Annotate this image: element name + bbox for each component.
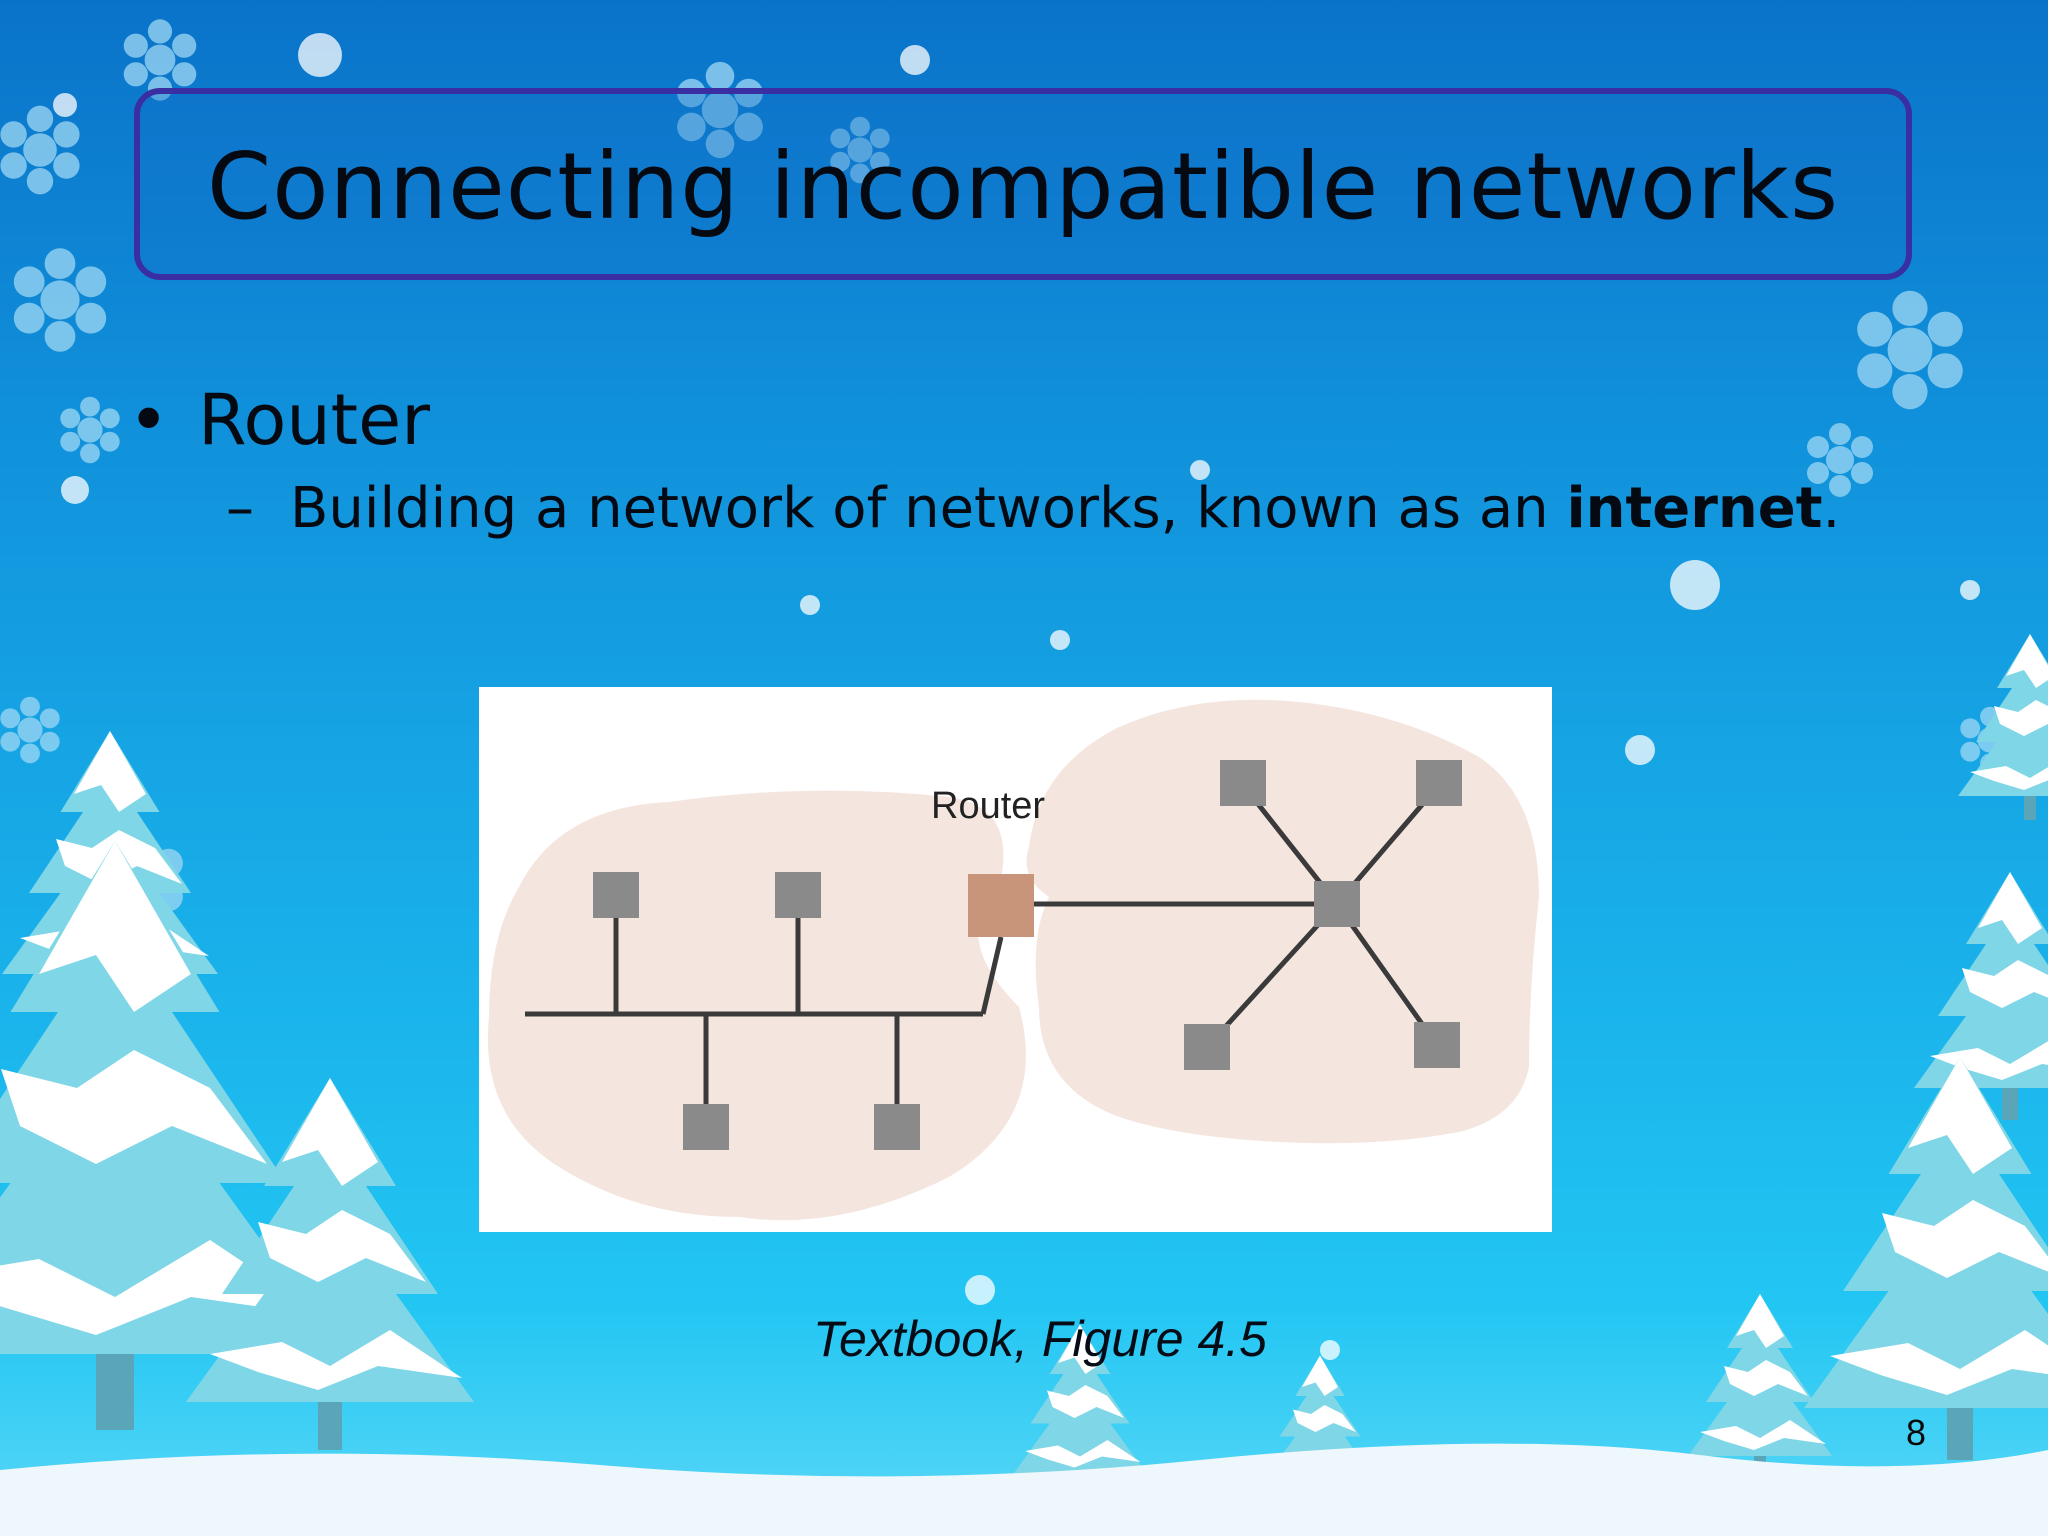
router-node — [968, 874, 1034, 937]
hub-node — [1314, 881, 1360, 927]
sub-bullet-bold-term: internet — [1566, 476, 1823, 541]
network-diagram — [487, 699, 1539, 1221]
title-frame — [134, 88, 1912, 280]
slide-title: Connecting incompatible networks — [206, 133, 1840, 240]
bullet-marker: • — [128, 379, 170, 461]
computer-node — [775, 872, 821, 918]
snow-ground — [0, 1443, 2048, 1536]
computer-node — [874, 1104, 920, 1150]
star-link — [1334, 902, 1440, 1047]
bullet-item: • Router — [128, 378, 430, 462]
star-link — [1205, 902, 1339, 1049]
figure-caption: Textbook, Figure 4.5 — [813, 1311, 1267, 1367]
sub-bullet-text: Building a network of networks, known as… — [290, 476, 1567, 541]
computer-node — [1416, 760, 1462, 806]
left-network-cloud — [487, 790, 1026, 1221]
computer-node — [1414, 1022, 1460, 1068]
right-network-cloud — [1026, 699, 1539, 1144]
router-label: Router — [931, 785, 1046, 827]
sub-bullet-item: –Building a network of networks, known a… — [226, 474, 1840, 544]
computer-node — [1220, 760, 1266, 806]
snow-dots — [53, 33, 1980, 1360]
sub-bullet-period: . — [1822, 476, 1841, 541]
computer-node — [593, 872, 639, 918]
bullet-text: Router — [198, 379, 430, 461]
computer-node — [683, 1104, 729, 1150]
sub-bullet-marker: – — [226, 476, 254, 541]
network-figure: Router — [479, 687, 1552, 1232]
router-to-bus-cable — [980, 936, 1004, 1015]
computer-node — [1184, 1024, 1230, 1070]
page-number: 8 — [1905, 1412, 1927, 1453]
